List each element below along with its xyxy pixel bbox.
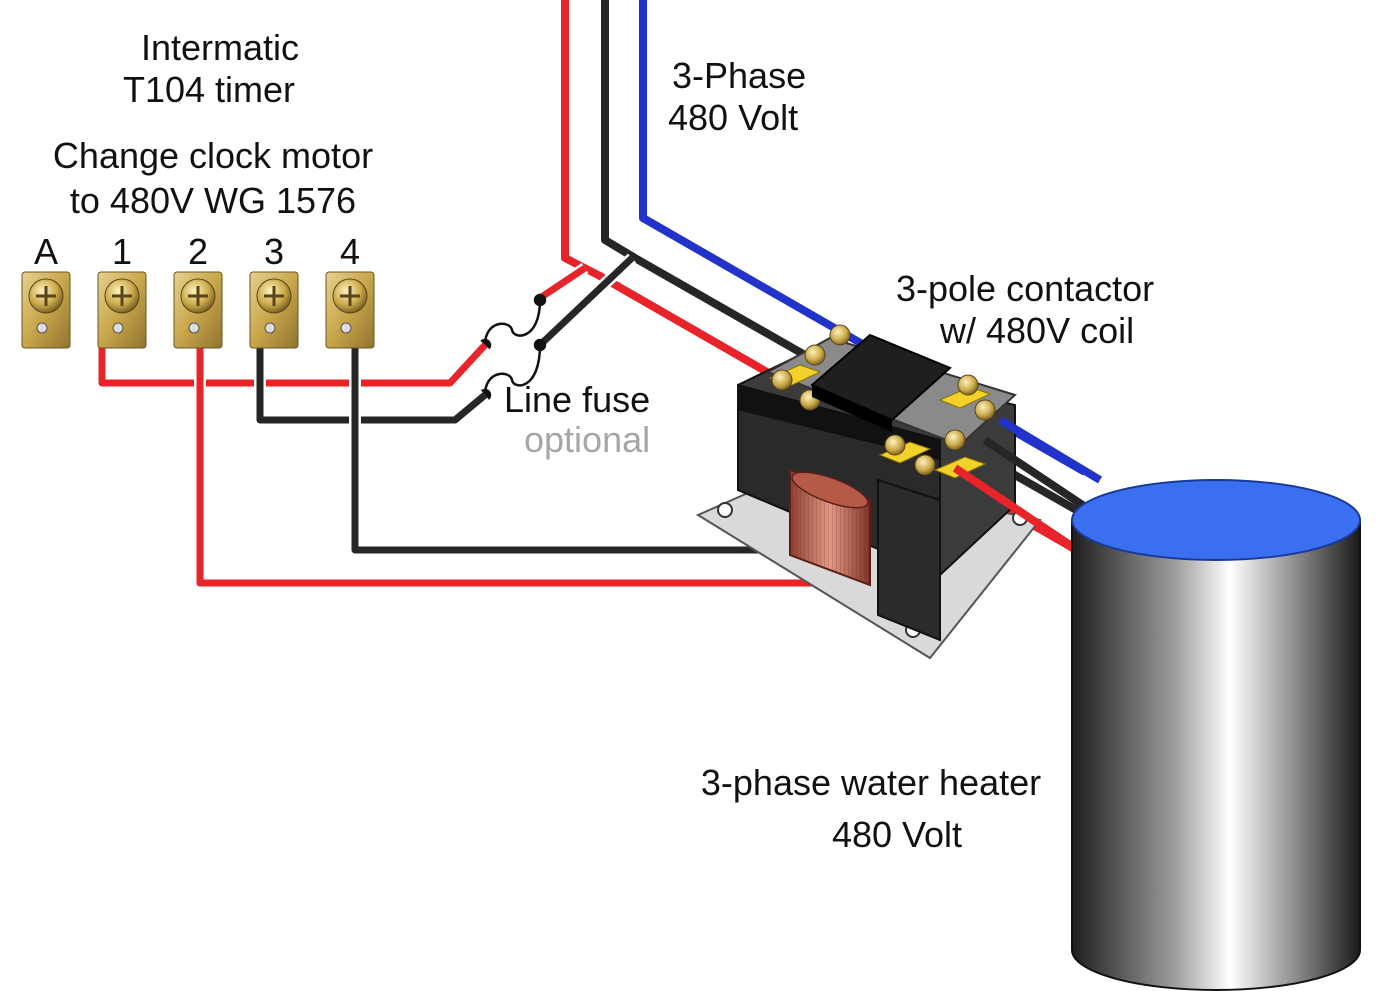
heater-label-line1: 3-phase water heater xyxy=(700,762,1042,803)
timer-title: Intermatic T104 timer xyxy=(110,27,330,111)
contactor-coil xyxy=(789,468,871,587)
fuse-label-optional: optional xyxy=(524,419,651,460)
terminal-label-2: 2 xyxy=(187,231,209,272)
terminal-label-4: 4 xyxy=(339,231,361,272)
terminal-A xyxy=(21,271,71,349)
contactor-label-line1: 3-pole contactor xyxy=(896,268,1155,309)
timer-title-line2: T104 timer xyxy=(122,69,296,110)
terminal-1 xyxy=(97,271,147,349)
contactor-armature xyxy=(810,333,952,432)
supply-label-line1: 3-Phase xyxy=(672,55,807,96)
terminal-label-1: 1 xyxy=(111,231,133,272)
timer-terminals xyxy=(21,271,375,349)
timer-title-line1: Intermatic xyxy=(140,27,300,68)
fuse-label-main: Line fuse xyxy=(504,379,651,420)
water-heater xyxy=(1071,479,1361,991)
contactor-label: 3-pole contactor w/ 480V coil xyxy=(896,268,1154,352)
terminal-2 xyxy=(173,271,223,349)
timer-note: Change clock motor to 480V WG 1576 xyxy=(28,133,398,223)
terminal-label-A: A xyxy=(33,231,58,272)
heater-label: 3-phase water heater 480 Volt xyxy=(686,757,1056,861)
heater-top xyxy=(1071,479,1361,561)
contactor-label-line2: w/ 480V coil xyxy=(940,310,1135,351)
supply-label-line2: 480 Volt xyxy=(668,97,799,138)
terminal-4 xyxy=(325,271,375,349)
fuse-label: Line fuse optional xyxy=(504,380,650,460)
timer-note-line2: to 480V WG 1576 xyxy=(69,180,357,221)
supply-label: 3-Phase 480 Volt xyxy=(668,55,806,139)
heater-label-line2: 480 Volt xyxy=(831,814,963,855)
coil-wires xyxy=(194,322,835,589)
contactor xyxy=(695,324,1103,660)
terminal-3 xyxy=(249,271,299,349)
fuse-tap-wires xyxy=(535,253,637,350)
timer-note-line1: Change clock motor xyxy=(52,135,374,176)
terminal-label-3: 3 xyxy=(263,231,285,272)
